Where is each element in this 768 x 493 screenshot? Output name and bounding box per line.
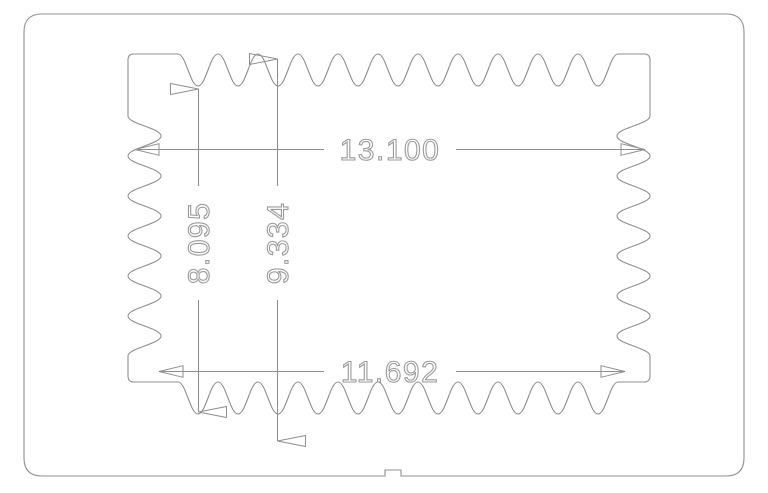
dim-text-9334: 9.334 <box>262 202 295 285</box>
outer-sheet-border <box>23 13 745 477</box>
dim-text-11692: 11.692 <box>341 356 440 389</box>
dimension-height-inner: 8.095 <box>170 82 227 419</box>
dimension-width-lower: 11.692 <box>158 355 626 390</box>
dimension-height-outer: 9.334 <box>249 52 306 448</box>
dim-text-13100: 13.100 <box>340 134 441 167</box>
border-outline <box>23 13 745 477</box>
wavy-part-outline <box>127 53 651 415</box>
dim-text-8095: 8.095 <box>183 202 216 285</box>
part-edge-path <box>127 53 651 415</box>
dimension-width-upper: 13.100 <box>134 133 646 168</box>
